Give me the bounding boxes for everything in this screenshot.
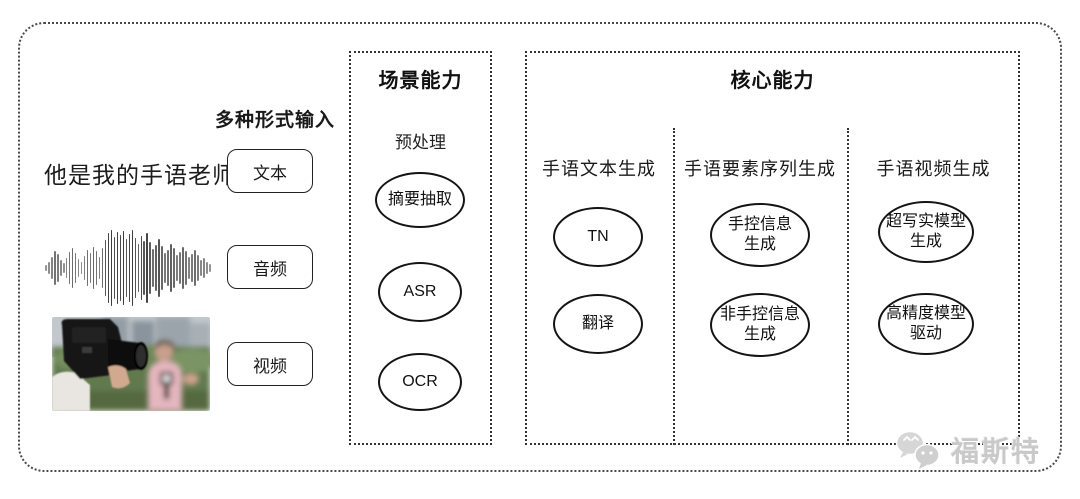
input-type-video-label: 视频: [253, 356, 287, 376]
reporter-photo: [52, 317, 210, 411]
watermark: 福斯特: [893, 428, 1041, 472]
input-section-label: 多种形式输入: [214, 110, 335, 131]
input-type-text-label: 文本: [253, 163, 287, 183]
node-translation-label: 翻译: [581, 315, 614, 332]
node-tn: TN: [553, 207, 643, 267]
outer-dotted-frame: [18, 22, 1062, 472]
audio-waveform-icon: [45, 230, 213, 306]
node-non-manual-info-generation: 非手控信息 生成: [710, 293, 810, 357]
node-hyperrealistic-model-generation-label: 超写实模型 生成: [885, 213, 966, 250]
node-high-precision-model-driving-label: 高精度模型 驱动: [885, 305, 966, 342]
column-header-sign-text-generation: 手语文本生成: [542, 159, 656, 179]
reporter-photo-illustration: [52, 317, 210, 411]
scene-capability-box: [349, 51, 492, 445]
input-type-text: 文本: [227, 149, 313, 193]
core-column-divider-2: [847, 128, 849, 445]
node-summary-extraction: 摘要抽取: [375, 172, 465, 228]
column-header-sign-element-sequence-generation: 手语要素序列生成: [684, 159, 836, 179]
scene-capability-title: 场景能力: [378, 70, 463, 92]
input-type-video: 视频: [227, 342, 313, 386]
wechat-icon: [895, 430, 940, 469]
input-type-audio: 音频: [227, 245, 313, 289]
core-capability-title: 核心能力: [730, 70, 815, 92]
watermark-text: 福斯特: [951, 436, 1042, 467]
node-asr: ASR: [378, 262, 462, 322]
node-manual-info-generation: 手控信息 生成: [710, 203, 810, 267]
node-manual-info-generation-label: 手控信息 生成: [727, 216, 792, 253]
node-ocr-label: OCR: [402, 373, 438, 390]
node-summary-extraction-label: 摘要抽取: [387, 191, 452, 208]
sample-sentence-text: 他是我的手语老师: [44, 162, 236, 188]
node-translation: 翻译: [553, 294, 643, 354]
core-capability-box: [525, 51, 1020, 445]
node-tn-label: TN: [587, 228, 609, 245]
node-hyperrealistic-model-generation: 超写实模型 生成: [878, 201, 974, 263]
node-ocr: OCR: [378, 353, 462, 411]
input-type-audio-label: 音频: [253, 259, 287, 279]
node-high-precision-model-driving: 高精度模型 驱动: [878, 293, 974, 355]
preprocess-label: 预处理: [395, 133, 446, 152]
node-non-manual-info-generation-label: 非手控信息 生成: [719, 306, 800, 343]
node-asr-label: ASR: [403, 283, 437, 300]
column-header-sign-video-generation: 手语视频生成: [876, 159, 991, 179]
core-column-divider-1: [673, 128, 675, 445]
